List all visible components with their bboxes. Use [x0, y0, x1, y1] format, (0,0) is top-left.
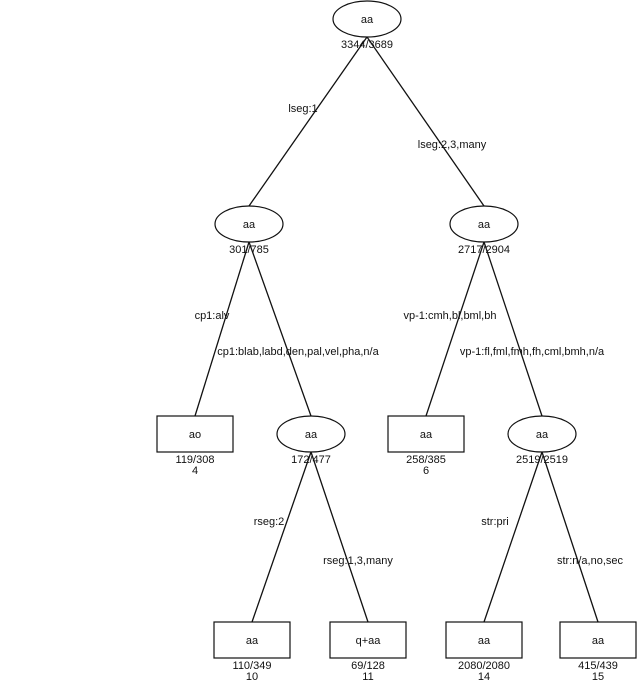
edge-label-n0-n2: lseg:2,3,many — [418, 139, 487, 151]
leaf-number: 10 — [246, 671, 258, 683]
node-ellipse — [449, 205, 519, 243]
node-counts: 2717/2904 — [458, 244, 510, 256]
node-ellipse — [214, 205, 284, 243]
edge-label-n1-n4: cp1:alv — [195, 310, 230, 322]
tree-edge-n5-n10 — [251, 451, 312, 623]
tree-edge-n2-n6 — [425, 241, 485, 417]
node-label: ao — [189, 429, 201, 441]
node-counts: 2519/2519 — [516, 454, 568, 466]
leaf-box — [445, 621, 523, 659]
node-label: aa — [246, 635, 259, 647]
node-counts: 415/439 — [578, 660, 618, 672]
edges-layer — [194, 36, 599, 623]
node-counts: 3344/3689 — [341, 39, 393, 51]
tree-edge-n0-n1 — [248, 36, 368, 207]
split-node-n0: aa 3344/3689 — [332, 0, 402, 51]
leaf-box — [387, 415, 465, 453]
node-label: aa — [361, 14, 374, 26]
edge-label-n1-n5: cp1:blab,labd,den,pal,vel,pha,n/a — [217, 346, 379, 358]
tree-edge-n2-n7 — [483, 241, 543, 417]
tree-edge-n7-n15 — [541, 451, 599, 623]
leaf-number: 11 — [362, 671, 373, 683]
nodes-layer: aa 3344/3689 aa 301/785 aa 2717/2904 ao 119/308… — [156, 0, 637, 683]
split-node-n7: aa 2519/2519 — [507, 415, 577, 466]
leaf-box — [559, 621, 637, 659]
node-counts: 2080/2080 — [458, 660, 510, 672]
leaf-number: 6 — [423, 465, 429, 477]
edge-label-n7-n14: str:pri — [481, 516, 509, 528]
edge-label-n5-n11: rseg:1,3,many — [323, 555, 393, 567]
node-ellipse — [276, 415, 346, 453]
node-label: aa — [305, 429, 318, 441]
node-label: aa — [536, 429, 549, 441]
edge-label-n2-n7: vp-1:fl,fml,fmh,fh,cml,bmh,n/a — [460, 346, 605, 358]
edge-labels-layer: lseg:1 lseg:2,3,many cp1:alv cp1:blab,labd,… — [195, 103, 624, 567]
node-counts: 110/349 — [233, 660, 272, 672]
node-counts: 258/385 — [406, 454, 446, 466]
node-label: aa — [478, 219, 491, 231]
split-node-n2: aa 2717/2904 — [449, 205, 519, 256]
node-counts: 119/308 — [176, 454, 215, 466]
leaf-number: 4 — [192, 465, 198, 477]
split-node-n1: aa 301/785 — [214, 205, 284, 256]
node-ellipse — [507, 415, 577, 453]
node-counts: 172/477 — [291, 454, 331, 466]
tree-edge-n5-n11 — [310, 451, 369, 623]
node-label: q+aa — [356, 635, 382, 647]
node-label: aa — [243, 219, 256, 231]
edge-label-n2-n6: vp-1:cmh,bl,bml,bh — [404, 310, 497, 322]
edge-label-n7-n15: str:n/a,no,sec — [557, 555, 624, 567]
tree-edge-n1-n4 — [194, 241, 250, 417]
tree-edge-n1-n5 — [248, 241, 312, 417]
leaf-box — [213, 621, 291, 659]
leaf-box — [156, 415, 234, 453]
edge-label-n5-n10: rseg:2 — [254, 516, 285, 528]
node-ellipse — [332, 0, 402, 38]
edge-label-n0-n1: lseg:1 — [288, 103, 317, 115]
tree-edge-n7-n14 — [483, 451, 543, 623]
leaf-number: 14 — [478, 671, 490, 683]
tree-edge-n0-n2 — [366, 36, 485, 207]
node-label: aa — [592, 635, 605, 647]
node-counts: 69/128 — [351, 660, 385, 672]
node-label: aa — [478, 635, 491, 647]
leaf-box — [329, 621, 407, 659]
leaf-number: 15 — [592, 671, 604, 683]
node-counts: 301/785 — [229, 244, 269, 256]
node-label: aa — [420, 429, 433, 441]
split-node-n5: aa 172/477 — [276, 415, 346, 466]
